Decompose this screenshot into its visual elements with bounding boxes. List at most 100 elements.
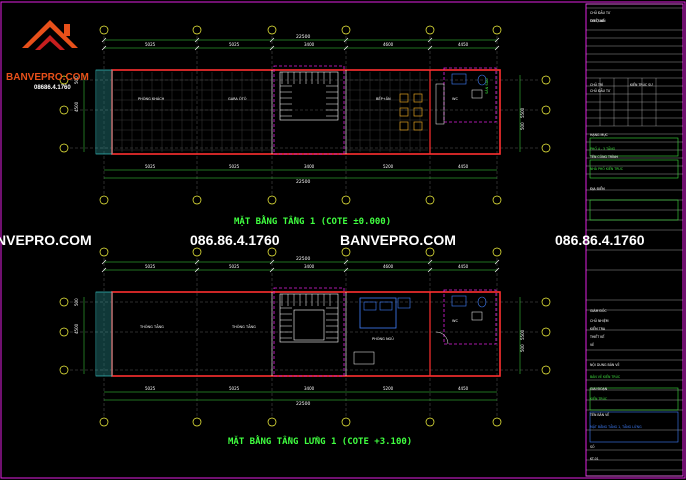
dim-segment-bottom: 3400	[304, 386, 315, 391]
stair-void	[293, 309, 325, 341]
dim-tick	[101, 259, 107, 265]
axis-bubble-bottom	[425, 195, 435, 205]
axis-bubble-top	[267, 25, 277, 35]
room-label: THÔNG TẦNG	[139, 324, 164, 329]
room-label: BẾP+ĂN	[376, 95, 391, 101]
title-block-text: CHỦ ĐẦU TƯ	[590, 88, 611, 93]
stair-flight	[279, 71, 339, 121]
bed-icon	[359, 297, 397, 329]
dim-total-top: 22500	[296, 256, 310, 262]
axis-bubble-top	[341, 25, 351, 35]
dim-segment-bottom: 5200	[383, 164, 394, 169]
dim-tick	[427, 267, 433, 273]
dim-segment-top: 5025	[145, 42, 156, 47]
dim-tick	[269, 267, 275, 273]
dim-segment-bottom: 4450	[458, 386, 469, 391]
dim-total-bottom: 22500	[296, 401, 310, 407]
dim-tick	[427, 37, 433, 43]
title-block-text: KIỂM TRA	[590, 326, 606, 331]
title-block-text: SỐ	[590, 444, 595, 449]
axis-bubble-top	[492, 247, 502, 257]
dining-chair-icon	[413, 107, 423, 117]
dim-segment-top: 3400	[304, 264, 315, 269]
dim-side: 500	[520, 344, 525, 352]
dim-side: 500	[74, 298, 79, 306]
dining-chair-icon	[413, 93, 423, 103]
axis-bubble-top	[99, 247, 109, 257]
dim-tick	[194, 267, 200, 273]
dim-tick	[101, 267, 107, 273]
watermark-text-4: 086.86.4.1760	[555, 232, 645, 248]
dim-segment-bottom: 3400	[304, 164, 315, 169]
dim-tick	[343, 45, 349, 51]
title-block-text: THIẾT KẾ	[589, 333, 605, 339]
axis-bubble-top	[192, 247, 202, 257]
dim-segment-top: 5025	[229, 264, 240, 269]
room-label: WC	[452, 97, 458, 101]
furniture	[399, 83, 445, 131]
dim-tick	[101, 37, 107, 43]
axis-bubble-bottom	[341, 195, 351, 205]
axis-bubble-right	[541, 75, 551, 85]
axis-bubble-bottom	[99, 195, 109, 205]
axis-bubble-right	[541, 327, 551, 337]
dim-total-top: 22500	[296, 34, 310, 40]
dim-tick	[494, 259, 500, 265]
title-block-text: ĐỊA ĐIỂM	[590, 186, 605, 191]
dim-segment-bottom: 5025	[145, 386, 156, 391]
bathtub-icon	[451, 73, 467, 85]
room-label: PHÒNG KHÁCH	[138, 96, 165, 101]
dim-tick	[343, 267, 349, 273]
tb-green-box	[589, 387, 679, 411]
title-block-text: TÊN CÔNG TRÌNH	[589, 154, 618, 159]
dim-tick	[269, 45, 275, 51]
dim-side: 4500	[74, 323, 79, 334]
wardrobe-icon	[353, 351, 375, 365]
axis-bubble-right	[541, 143, 551, 153]
dim-segment-top: 4450	[458, 264, 469, 269]
room-label: SÂN SAU	[484, 78, 489, 94]
axis-bubble-bottom	[492, 195, 502, 205]
dim-side: 500	[74, 76, 79, 84]
title-block-text: TÊN BẢN VẼ	[589, 412, 609, 417]
title-block-text: GIAI ĐOẠN	[590, 387, 608, 391]
dim-tick	[343, 37, 349, 43]
watermark-text-3: BANVEPRO.COM	[340, 232, 456, 248]
title-block-text: THIẾT KẾ	[589, 17, 605, 23]
dining-chair-icon	[413, 121, 423, 131]
title-block-text: KT-01	[590, 457, 599, 461]
dim-tick	[194, 259, 200, 265]
tb-green-box	[589, 159, 679, 179]
dim-tick	[343, 259, 349, 265]
axis-bubble-top	[425, 247, 435, 257]
title-block-text: BẢN VẼ KIẾN TRÚC	[590, 373, 621, 379]
tb-green-box	[589, 199, 679, 221]
pillow-icon	[363, 301, 377, 311]
title-block-text: NHÀ PHỐ KIẾN TRÚC	[590, 165, 624, 171]
front-facade-strip	[95, 69, 113, 155]
dim-tick	[194, 45, 200, 51]
staircase-boundary	[273, 65, 345, 155]
room-label: PHÒNG NGỦ	[372, 336, 394, 341]
axis-bubble-top	[99, 25, 109, 35]
floor-tile-grid	[114, 72, 428, 152]
toilet-icon	[477, 74, 487, 86]
dim-segment-top: 4600	[383, 264, 394, 269]
dim-tick	[101, 45, 107, 51]
room-label: GARA ÔTÔ	[228, 96, 247, 101]
axis-bubble-top	[267, 247, 277, 257]
door-swing-icon	[435, 331, 449, 345]
axis-bubble-left	[59, 143, 69, 153]
dim-tick	[194, 37, 200, 43]
wc-fixtures	[451, 73, 487, 99]
dining-chair-icon	[399, 107, 409, 117]
dim-segment-top: 4450	[458, 42, 469, 47]
axis-bubble-left	[59, 75, 69, 85]
brand-phone: 08686.4.1760	[34, 85, 71, 91]
staircase-boundary	[273, 287, 345, 377]
dim-segment-top: 4600	[383, 42, 394, 47]
dim-segment-bottom: 5025	[229, 164, 240, 169]
title-block-text: GIÁM ĐỐC	[590, 308, 607, 313]
title-block-text: CHỦ NHIỆM	[590, 318, 609, 323]
